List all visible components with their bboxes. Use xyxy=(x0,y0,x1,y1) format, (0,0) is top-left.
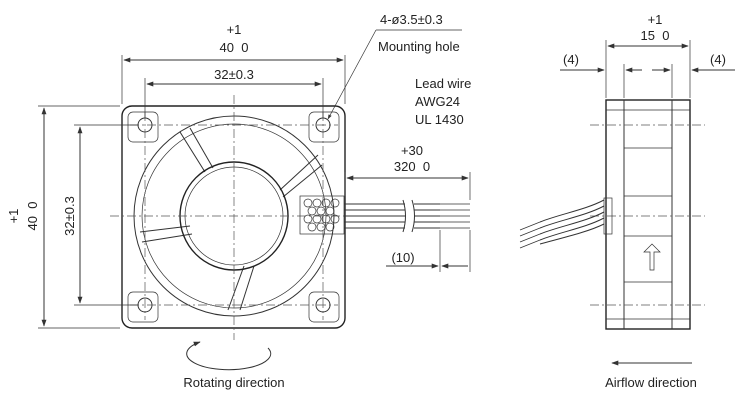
rotating-direction-caption: Rotating direction xyxy=(183,375,284,390)
rotation-arrow xyxy=(186,341,272,371)
width-dim-tolerance: +1 xyxy=(227,22,242,37)
strip-length: (10) xyxy=(391,250,414,265)
airflow-direction-caption: Airflow direction xyxy=(605,375,697,390)
lead-wire-label: Lead wire xyxy=(415,76,471,91)
depth-dim-value: 15 0 xyxy=(641,28,670,43)
lead-wire-standard: UL 1430 xyxy=(415,112,464,127)
side-body xyxy=(605,99,691,330)
hole-pitch-vertical: 32±0.3 xyxy=(62,196,77,236)
fan-frame xyxy=(121,105,346,329)
flange-right-dim: (4) xyxy=(710,52,726,67)
lead-length-tolerance: +30 xyxy=(401,143,423,158)
rotation-label-icon xyxy=(643,243,661,271)
lead-length-value: 320 0 xyxy=(394,159,430,174)
lead-wire-gauge: AWG24 xyxy=(415,94,460,109)
mounting-hole-label: Mounting hole xyxy=(378,39,460,54)
depth-dim-tolerance: +1 xyxy=(648,12,663,27)
flange-left-dim: (4) xyxy=(563,52,579,67)
width-dim-value: 40 0 xyxy=(220,40,249,55)
side-view: +1 15 0 (4) (4) Airflow direction xyxy=(519,12,735,390)
hole-callout: 4-ø3.5±0.3 xyxy=(380,12,443,27)
height-dim-value: 40 0 xyxy=(25,202,40,231)
hole-pitch-horizontal: 32±0.3 xyxy=(214,67,254,82)
side-lead-wires xyxy=(519,197,613,249)
front-view: +1 40 0 32±0.3 +1 40 0 32±0.3 4-ø3.5±0.3… xyxy=(6,12,471,390)
lead-wire-bundle xyxy=(299,195,470,235)
height-dim-tolerance: +1 xyxy=(6,209,21,224)
